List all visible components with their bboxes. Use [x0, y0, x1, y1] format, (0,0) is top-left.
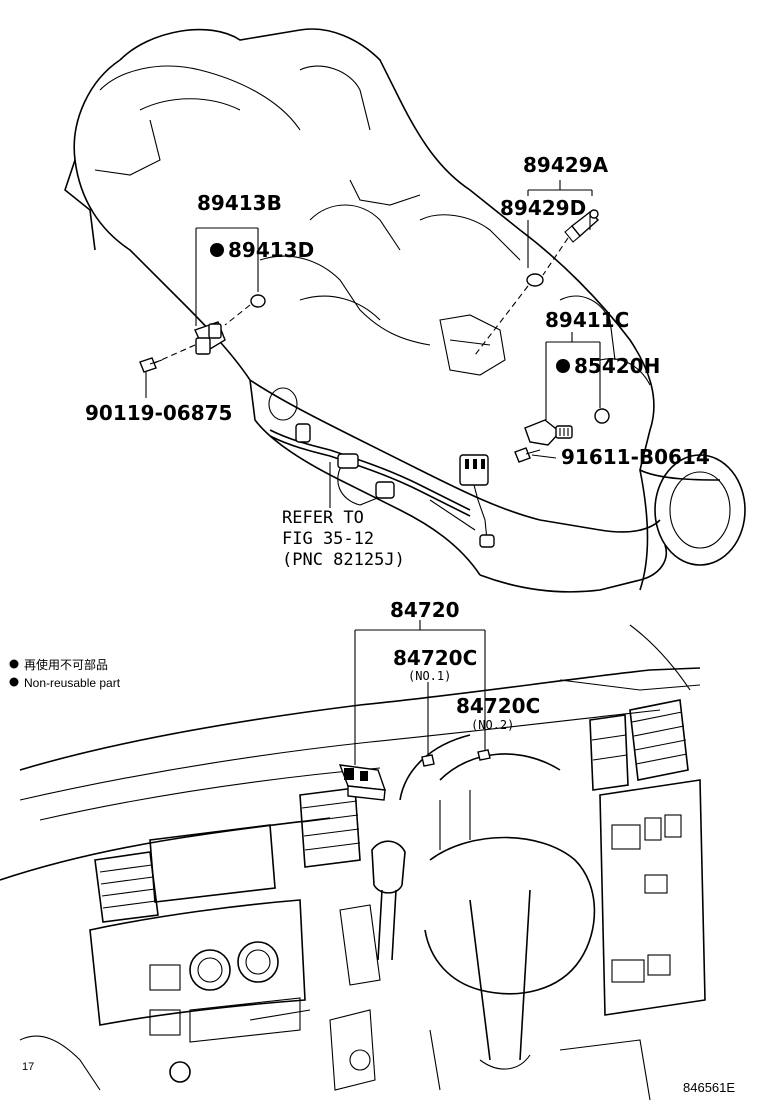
- left-air-vent: [94, 851, 159, 923]
- non-reusable-marker: [556, 359, 570, 373]
- label-84720c-no1: 84720C: [393, 646, 477, 670]
- reference-line-3: (PNC 82125J): [282, 550, 405, 570]
- label-89413b: 89413B: [197, 191, 282, 215]
- label-84720: 84720: [390, 598, 460, 622]
- sublabel-no2: (NO.2): [471, 718, 514, 732]
- switch-assembly-84720: [338, 764, 387, 801]
- sublabel-no1: (NO.1): [408, 669, 451, 683]
- audio-knob: [237, 941, 279, 983]
- right-switch-panel: [599, 779, 706, 1016]
- label-89413d: 89413D: [228, 238, 314, 262]
- upper-labels: 89429A 89429D 89413B 89413D 89411C 85420…: [85, 153, 710, 570]
- legend-english: Non-reusable part: [24, 676, 121, 690]
- reference-line-2: FIG 35-12: [282, 529, 374, 549]
- screw-84720c-1: [421, 754, 435, 767]
- side-vent: [589, 714, 629, 791]
- transmission-illustration: [64, 28, 746, 593]
- speed-sensor-89411c: [524, 419, 573, 446]
- non-reusable-marker: [210, 243, 224, 257]
- leader-lines-lower: [354, 620, 486, 765]
- lower-labels: 84720 84720C (NO.1) 84720C (NO.2): [390, 598, 540, 732]
- o-ring-89413: [250, 294, 266, 308]
- right-air-vent: [629, 699, 689, 781]
- sensor-parts: [139, 209, 610, 463]
- figure-id: 846561E: [683, 1080, 735, 1095]
- display-panel: [149, 824, 276, 903]
- reference-line-1: REFER TO: [282, 508, 364, 528]
- leader-lines-upper: [145, 180, 601, 508]
- label-90119: 90119-06875: [85, 401, 232, 425]
- legend: 再使用不可部品 Non-reusable part: [9, 657, 121, 690]
- label-89411c: 89411C: [545, 308, 629, 332]
- screw-84720c-2: [477, 749, 491, 761]
- legend-marker: [9, 677, 19, 687]
- label-89429d: 89429D: [500, 196, 586, 220]
- label-85420h: 85420H: [574, 354, 660, 378]
- center-air-vent: [299, 787, 361, 868]
- legend-japanese: 再使用不可部品: [24, 657, 108, 672]
- speed-sensor-89429d: [564, 209, 600, 243]
- o-ring-89429: [526, 273, 544, 287]
- legend-marker: [9, 659, 19, 669]
- corner-mark: 17: [22, 1061, 34, 1073]
- label-89429a: 89429A: [523, 153, 609, 177]
- label-84720c-no2: 84720C: [456, 694, 540, 718]
- steering-wheel: [399, 734, 596, 1070]
- audio-knob: [189, 949, 231, 991]
- speed-sensor-89413d: [194, 321, 226, 355]
- dashboard-illustration: [0, 624, 706, 1101]
- shift-lever: [329, 840, 406, 1091]
- o-ring-89411: [594, 408, 610, 424]
- label-91611: 91611-B0614: [561, 445, 710, 469]
- bolt-90119: [139, 357, 163, 373]
- bolt-91611: [514, 447, 541, 463]
